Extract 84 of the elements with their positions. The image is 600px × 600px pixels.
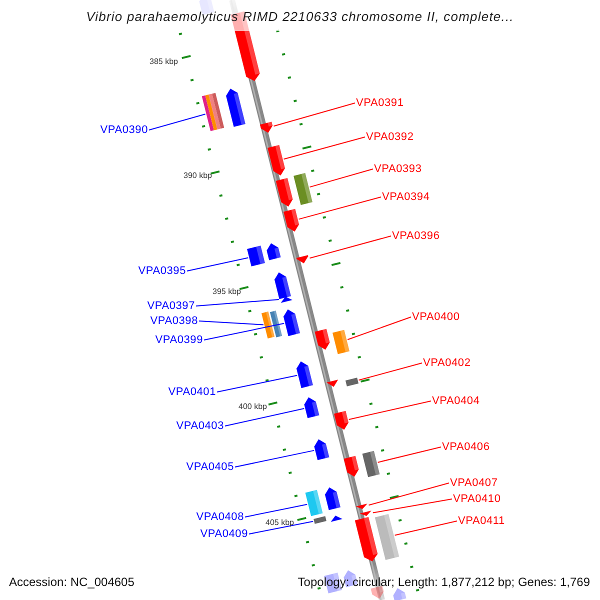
leader-line <box>309 168 374 188</box>
gene-block-pointed <box>304 397 320 418</box>
leader-line <box>244 504 308 518</box>
scale-label: 405 kbp <box>266 518 294 528</box>
gene-block-pointed <box>334 410 349 430</box>
leader-line <box>347 316 412 340</box>
gene-label: VPA0397 <box>147 299 195 313</box>
gene-block-pointed <box>324 487 340 510</box>
leader-line <box>204 322 285 340</box>
leader-line <box>309 236 392 259</box>
leader-line <box>273 102 356 127</box>
gene-label: VPA0403 <box>176 419 224 433</box>
gene-block-pointed <box>283 309 300 336</box>
leader-line <box>234 450 315 468</box>
leader-line <box>298 196 382 220</box>
leader-line <box>394 520 458 536</box>
gene-block-pointed <box>260 122 273 133</box>
gene-label: VPA0392 <box>366 130 414 144</box>
leader-line <box>283 136 366 160</box>
gene-block-pointed <box>356 504 368 509</box>
gene-block <box>314 516 326 524</box>
scale-label: 400 kbp <box>238 402 267 412</box>
gene-block <box>261 312 275 338</box>
gene-block <box>247 246 265 266</box>
gene-label: VPA0398 <box>150 314 198 328</box>
gene-label: VPA0409 <box>200 527 248 541</box>
gene-block <box>374 514 400 560</box>
gene-block <box>270 310 282 338</box>
gene-label: VPA0401 <box>168 385 216 399</box>
gene-block-pointed <box>344 456 359 477</box>
gene-label: VPA0393 <box>374 162 422 176</box>
gene-block-pointed <box>393 588 406 600</box>
gene-block-pointed <box>330 516 342 522</box>
gene-block-pointed <box>314 328 330 350</box>
leader-line <box>348 400 432 420</box>
gene-block <box>202 92 224 132</box>
gene-label: VPA0394 <box>382 190 430 204</box>
gene-block-pointed <box>326 380 338 387</box>
leader-line <box>196 299 280 306</box>
gene-label: VPA0399 <box>155 333 203 347</box>
gene-block-pointed <box>274 272 291 300</box>
gene-label: VPA0406 <box>442 440 490 454</box>
gene-block-pointed <box>296 255 308 264</box>
gene-block-pointed <box>276 178 293 207</box>
gene-block <box>345 378 359 386</box>
leader-line <box>224 408 305 426</box>
gene-block-pointed <box>266 243 281 260</box>
leader-line <box>358 362 422 381</box>
gene-block-pointed <box>226 88 246 127</box>
gene-block <box>362 450 380 478</box>
gene-label: VPA0400 <box>412 310 460 324</box>
leader-line <box>198 320 264 326</box>
gene-label: VPA0408 <box>196 510 244 524</box>
gene-block-pointed <box>296 361 313 388</box>
gene-label: VPA0402 <box>423 356 471 370</box>
gene-label: VPA0405 <box>186 460 234 474</box>
accession-text: Accession: NC_004605 <box>9 575 134 590</box>
leader-line <box>248 520 314 534</box>
leader-line <box>372 498 452 514</box>
gene-label: VPA0407 <box>450 476 498 490</box>
scale-label: 385 kbp <box>150 57 178 67</box>
leader-line <box>148 114 206 130</box>
gene-block-pointed <box>284 208 300 232</box>
gene-label: VPA0411 <box>458 514 505 528</box>
gene-block-pointed <box>370 586 384 599</box>
summary-text: Topology: circular; Length: 1,877,212 bp; Genes: 1,769 <box>298 575 590 590</box>
gene-label: VPA0404 <box>432 394 480 408</box>
gene-block <box>294 173 312 205</box>
gene-label: VPA0396 <box>392 229 440 243</box>
gene-label: VPA0391 <box>356 96 404 110</box>
gene-label: VPA0410 <box>453 492 501 506</box>
gene-label: VPA0390 <box>100 123 148 137</box>
gene-block-pointed <box>314 439 330 460</box>
scale-label: 390 kbp <box>184 171 212 181</box>
gene-block-pointed <box>280 296 292 303</box>
leader-line <box>216 374 298 392</box>
leader-line <box>377 446 442 463</box>
leader-line <box>186 257 249 272</box>
gene-block <box>305 490 323 516</box>
gene-block-pointed <box>268 145 285 176</box>
leader-line <box>368 482 450 506</box>
scale-label: 395 kbp <box>212 287 241 297</box>
gene-block <box>332 330 350 354</box>
gene-label: VPA0395 <box>138 264 186 278</box>
